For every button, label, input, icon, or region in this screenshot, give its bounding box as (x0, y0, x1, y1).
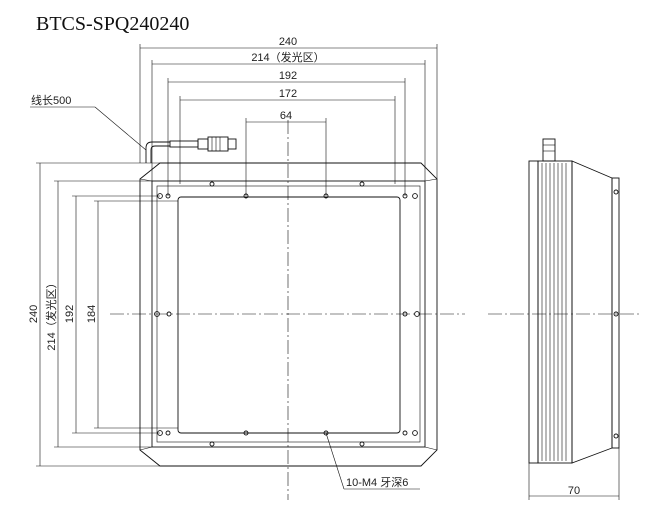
side-tapered-body (571, 160, 613, 464)
top-dimensions: 240 214（发光区） 192 172 64 (139, 36, 438, 196)
side-mounting-hole (613, 311, 619, 317)
side-mounting-hole (613, 433, 619, 439)
mounting-hole (323, 430, 329, 436)
dim-width-214: 214（发光区） (251, 50, 324, 64)
model-title: BTCS-SPQ240240 (36, 13, 189, 35)
emitting-area (177, 196, 401, 434)
dim-width-192: 192 (279, 70, 297, 82)
hole-leader-line (325, 432, 345, 490)
side-front-lens (611, 177, 620, 449)
cable-sleeve (169, 140, 199, 148)
mounting-hole (402, 311, 408, 317)
dim-width-172: 172 (279, 88, 297, 100)
front-view: 240 214（发光区） 192 172 64 240 (28, 36, 465, 500)
dim-width-240: 240 (279, 36, 297, 48)
cable-assembly (145, 136, 237, 163)
dim-height-240: 240 (28, 305, 40, 323)
cable-length-label: 线长500 (31, 93, 71, 107)
mounting-hole (412, 193, 418, 199)
bevel-corner-tr (424, 178, 438, 182)
mounting-hole (166, 311, 172, 317)
dim-width-64: 64 (280, 110, 292, 122)
mounting-hole (209, 181, 215, 187)
hole-callout-label: 10-M4 牙深6 (346, 476, 408, 489)
connector-body (207, 136, 229, 152)
side-heatsink (537, 160, 573, 464)
cable-bend-inner (150, 145, 170, 163)
dim-height-192: 192 (64, 305, 76, 323)
heatsink-fins (541, 163, 567, 461)
bevel-corner-bl (139, 446, 153, 451)
dim-height-184: 184 (86, 305, 98, 323)
dim-depth-70: 70 (568, 485, 580, 497)
mounting-hole (154, 311, 160, 317)
side-back-plate (528, 160, 539, 464)
mounting-hole (359, 441, 365, 447)
mounting-hole (165, 430, 171, 436)
dim-height-214: 214（发光区） (44, 277, 58, 350)
side-view: 70 (488, 138, 640, 500)
mounting-hole (209, 441, 215, 447)
mounting-hole (243, 430, 249, 436)
mounting-hole (412, 430, 418, 436)
connector-nut (197, 138, 209, 150)
mounting-hole (402, 430, 408, 436)
side-cable-gland (542, 138, 556, 162)
connector-tip (227, 138, 237, 150)
mounting-hole (414, 311, 420, 317)
bevel-corner-tl (139, 178, 153, 182)
left-dimensions: 240 214（发光区） 192 184 (28, 162, 178, 467)
bevel-corner-br (424, 446, 438, 451)
side-mounting-hole (613, 189, 619, 195)
mounting-hole (359, 181, 365, 187)
cable-bend (145, 141, 170, 163)
cable-leader-line (94, 106, 147, 151)
outer-bevel-frame (139, 162, 438, 467)
